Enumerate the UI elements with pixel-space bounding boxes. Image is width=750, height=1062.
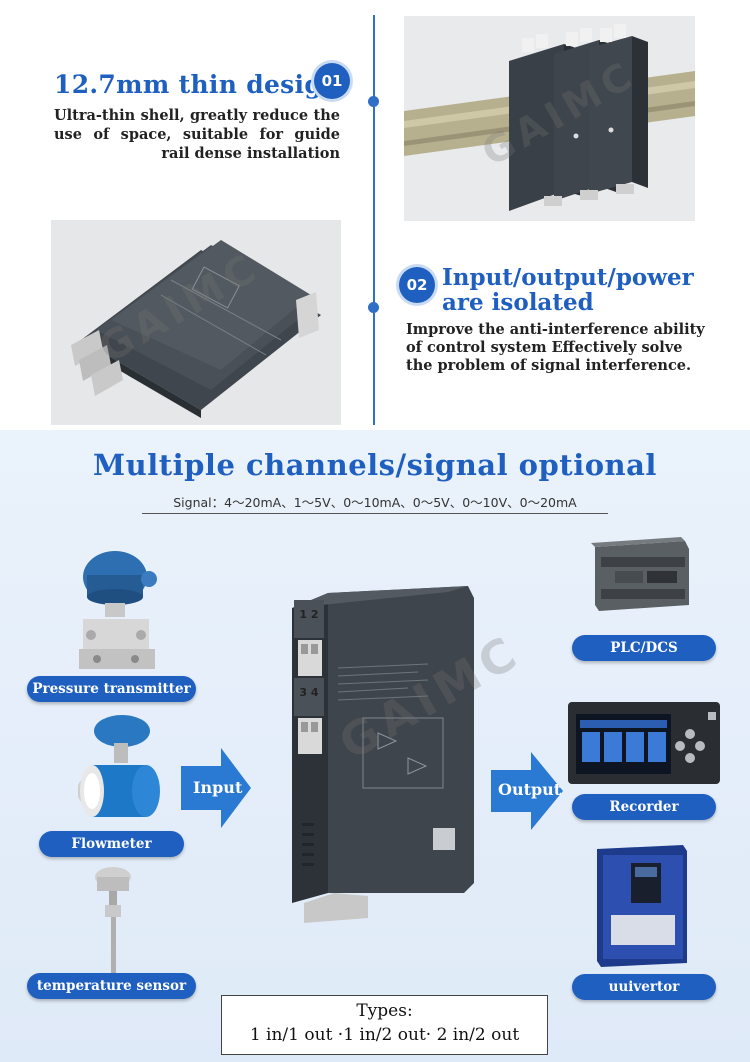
feature2-title: Input/output/power are isolated	[442, 265, 694, 315]
signal-isolator-device	[292, 586, 474, 923]
timeline-line	[373, 15, 375, 425]
timeline-dot	[368, 302, 379, 313]
types-heading: Types:	[356, 1001, 413, 1021]
signal-list: Signal：4～20mA、1～5V、0～10mA、0～5V、0～10V、0～2…	[142, 492, 608, 514]
channels-title: Multiple channels/signal optional	[93, 448, 657, 482]
temperature-sensor-icon	[95, 867, 131, 979]
terminal-label-top: 1 2	[299, 608, 319, 621]
feature1-title: 12.7mm thin design	[54, 70, 341, 99]
pressure-transmitter-icon	[79, 551, 157, 669]
output-label-recorder: Recorder	[572, 794, 716, 820]
channels-section: Multiple channels/signal optional Signal…	[0, 430, 750, 1062]
din-rail-modules-photo: GAIMC	[404, 16, 695, 221]
input-arrow-label: Input	[193, 778, 243, 797]
input-arrow-icon	[181, 748, 251, 828]
types-box: Types: 1 in/1 out ·1 in/2 out· 2 in/2 ou…	[221, 995, 548, 1055]
terminal-label-mid: 3 4	[299, 686, 319, 699]
recorder-icon	[568, 702, 720, 784]
flowmeter-icon	[78, 715, 160, 817]
inverter-icon	[597, 845, 687, 967]
stacked-modules-photo: GAIMC	[51, 220, 341, 425]
output-label-plc-dcs: PLC/DCS	[572, 635, 716, 661]
feature2-description: Improve the anti-interference ability of…	[406, 321, 705, 374]
feature2-title-line1: Input/output/power	[442, 264, 694, 291]
feature1-description: Ultra-thin shell, greatly reduce the use…	[54, 107, 340, 162]
feature1-badge: 01	[314, 63, 350, 99]
output-arrow-label: Output	[498, 780, 562, 799]
timeline-dot	[368, 96, 379, 107]
input-label-flowmeter: Flowmeter	[39, 831, 184, 857]
output-label-inverter: uuivertor	[572, 974, 716, 1000]
features-section: 12.7mm thin design 01 Ultra-thin shell, …	[0, 0, 750, 430]
input-label-temperature-sensor: temperature sensor	[27, 973, 196, 999]
types-list: 1 in/1 out ·1 in/2 out· 2 in/2 out	[249, 1025, 520, 1045]
din-rail-modules-illustration	[404, 16, 695, 221]
feature2-badge: 02	[399, 267, 435, 303]
input-label-pressure-transmitter: Pressure transmitter	[27, 676, 196, 702]
output-arrow-icon	[491, 752, 563, 830]
stacked-modules-illustration	[51, 220, 341, 425]
feature2-title-line2: are isolated	[442, 289, 594, 316]
plc-icon	[591, 537, 689, 611]
